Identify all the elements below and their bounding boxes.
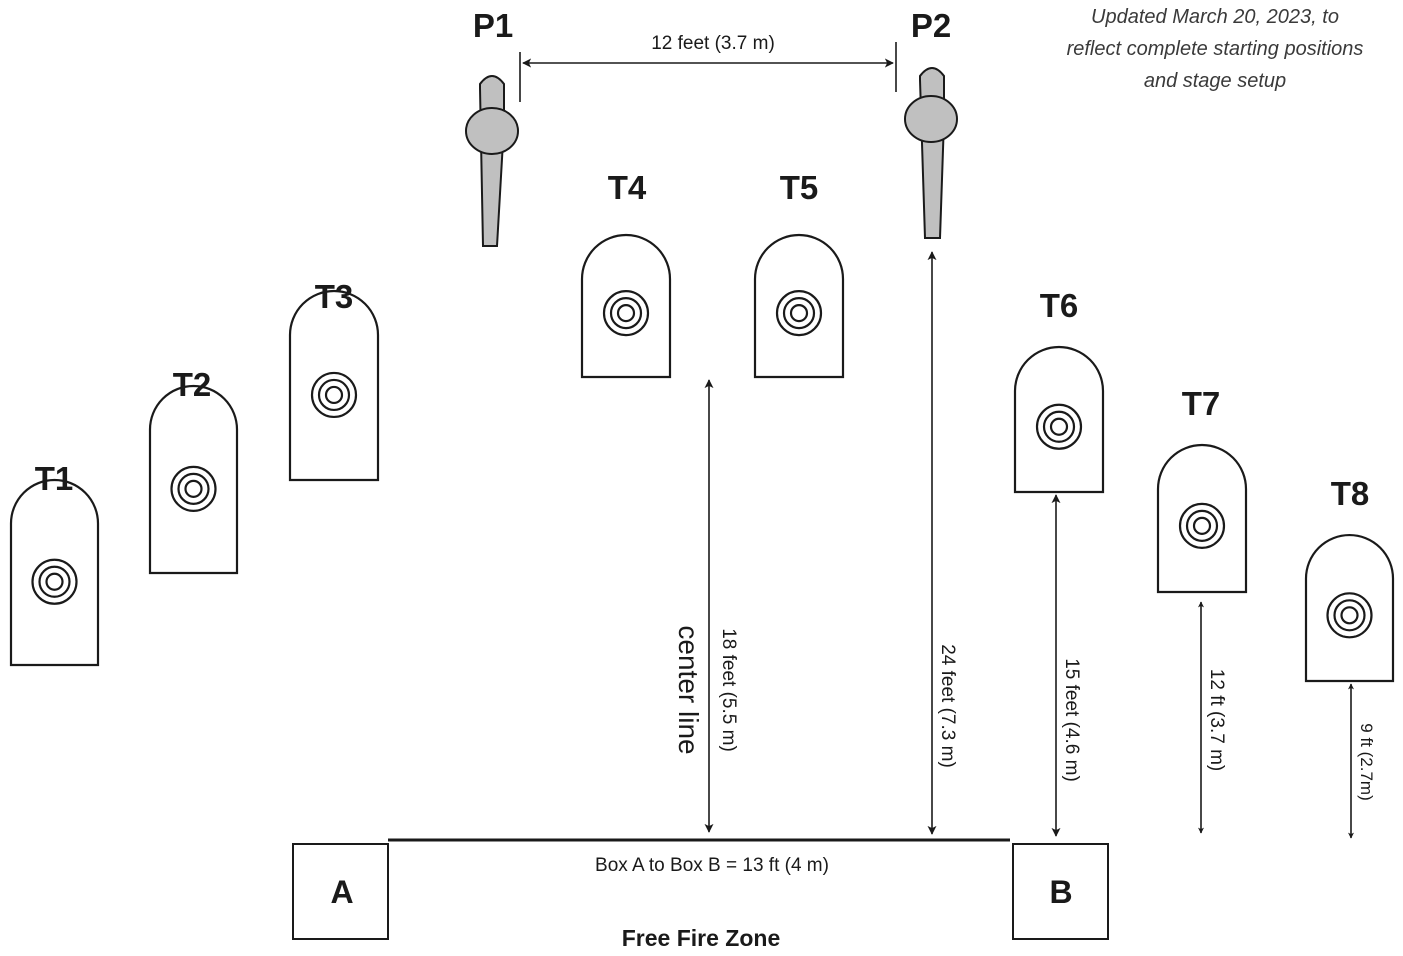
target-t7-ring-middle [1185, 509, 1219, 542]
target-t8-ring-inner [1340, 606, 1359, 625]
prop-p1-shape [479, 75, 505, 247]
target-t5-label: T5 [780, 169, 819, 206]
box-b-label: B [1049, 874, 1072, 910]
prop-p1-head [465, 107, 519, 155]
target-t3-label: T3 [315, 278, 354, 315]
prop-p2-shape [919, 67, 945, 239]
target-t6-label: T6 [1040, 287, 1079, 324]
dimension-t8: 9 ft (2.7m) [1348, 683, 1376, 839]
box-baseline: Box A to Box B = 13 ft (4 m) [388, 838, 1010, 876]
box-a-square [292, 843, 389, 940]
target-t6-ring-middle [1042, 410, 1076, 443]
t7-distance-label: 12 ft (3.7 m) [1206, 669, 1227, 771]
target-t6-ring-inner [1049, 417, 1069, 436]
target-t5-ring-inner [789, 304, 809, 323]
target-t8-ring-outer [1326, 592, 1373, 639]
target-t5-ring-outer [775, 290, 823, 337]
update-note: Updated March 20, 2023, to reflect compl… [1067, 6, 1364, 92]
center-line-distance-label: 18 feet (5.5 m) [718, 628, 739, 752]
target-t5: T5 [753, 169, 845, 379]
target-t7-label: T7 [1182, 385, 1221, 422]
target-t3-body [288, 289, 380, 482]
target-t8: T8 [1304, 475, 1395, 683]
target-t1-ring-outer [31, 558, 78, 605]
target-t3-ring-middle [317, 378, 351, 412]
target-t8-ring-middle [1333, 599, 1366, 632]
dimension-p1-to-p2: 12 feet (3.7 m) [519, 33, 897, 102]
target-t3-ring-outer [310, 371, 358, 419]
dimension-t7: 12 ft (3.7 m) [1198, 601, 1227, 834]
target-t7-ring-outer [1178, 502, 1226, 549]
p1-p2-distance-label: 12 feet (3.7 m) [651, 33, 775, 54]
target-t7-ring-inner [1192, 516, 1212, 535]
target-t8-label: T8 [1331, 475, 1370, 512]
update-note-line-1: Updated March 20, 2023, to [1091, 6, 1339, 28]
center-line-label: center line [673, 625, 704, 754]
dimension-p2-to-line: 24 feet (7.3 m) [927, 251, 958, 835]
target-t3-ring-inner [324, 385, 344, 405]
p2-distance-label: 24 feet (7.3 m) [937, 644, 958, 768]
box-a-label: A [330, 874, 353, 910]
box-a: A [292, 843, 389, 940]
target-t2-ring-inner [184, 479, 203, 498]
update-note-line-2: reflect complete starting positions [1067, 38, 1364, 60]
box-a-to-b-label: Box A to Box B = 13 ft (4 m) [595, 855, 829, 876]
dimension-t6: 15 feet (4.6 m) [1051, 494, 1082, 837]
prop-p2: P2 [904, 7, 958, 239]
target-t5-ring-middle [782, 297, 816, 330]
prop-p2-label: P2 [911, 7, 951, 44]
target-t3: T3 [288, 278, 380, 482]
target-t4-label: T4 [608, 169, 647, 206]
target-t2: T2 [148, 366, 239, 575]
box-b-square [1012, 843, 1109, 940]
prop-p2-head [904, 95, 958, 143]
target-t2-ring-outer [170, 465, 217, 512]
update-note-line-3: and stage setup [1144, 70, 1286, 92]
target-t2-body [148, 384, 239, 575]
prop-p1: P1 [465, 7, 519, 247]
target-t2-ring-middle [177, 472, 210, 505]
target-t1-body [9, 478, 100, 667]
box-b: B [1012, 843, 1109, 940]
target-t6-ring-outer [1035, 403, 1083, 450]
target-t4-ring-inner [616, 304, 636, 323]
target-t2-label: T2 [173, 366, 212, 403]
target-t4: T4 [580, 169, 672, 379]
target-t4-ring-outer [602, 290, 650, 337]
t8-distance-label: 9 ft (2.7m) [1357, 723, 1376, 800]
target-t1-ring-middle [38, 565, 71, 598]
dimension-center-line: center line 18 feet (5.5 m) [673, 379, 739, 833]
target-t7: T7 [1156, 385, 1248, 594]
target-t1-ring-inner [45, 572, 64, 591]
target-t1-label: T1 [35, 460, 74, 497]
free-fire-zone-label: Free Fire Zone [622, 925, 780, 951]
target-t6: T6 [1013, 287, 1105, 494]
target-t4-ring-middle [609, 297, 643, 330]
target-t1: T1 [9, 460, 100, 667]
prop-p1-label: P1 [473, 7, 513, 44]
t6-distance-label: 15 feet (4.6 m) [1061, 658, 1082, 782]
